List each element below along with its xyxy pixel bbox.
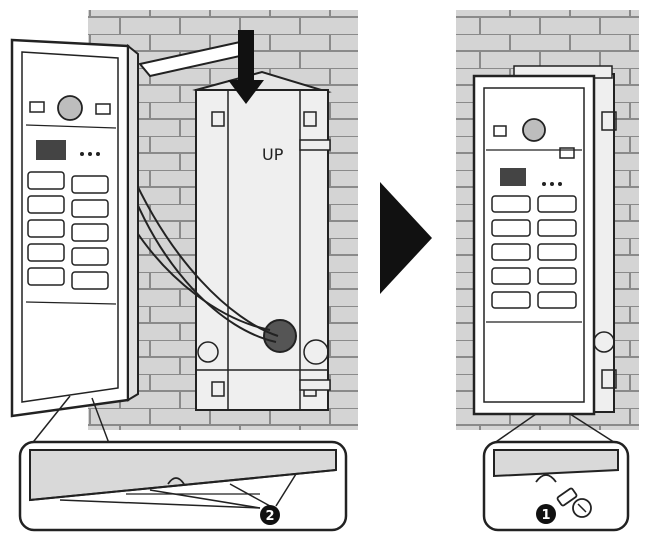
callout-1-marker [536,504,556,524]
step-arrow-icon [380,182,432,294]
camera-icon [57,95,83,121]
back-box: UP [192,70,332,411]
step-1-scene: UP [10,10,358,532]
step-2-scene: 1 [456,10,639,532]
speaker-grille-icon [500,168,526,186]
callout-2-marker [260,505,280,525]
detail-inset-right: 1 [482,440,630,532]
screw-icon [556,487,592,518]
camera-icon [522,118,546,142]
cables [125,169,279,343]
front-panel-left [10,38,139,418]
call-buttons-left [27,171,109,290]
insert-arrow-icon [138,30,264,104]
detail-inset-left: 2 [18,440,348,532]
speaker-grille-icon [36,140,66,160]
callout-1-label: 1 [541,508,550,523]
up-mark: UP [262,145,284,164]
cable-hole [263,319,297,353]
call-buttons-right [491,195,577,309]
front-panel-installed [472,74,596,416]
callout-2-label: 2 [265,509,274,524]
